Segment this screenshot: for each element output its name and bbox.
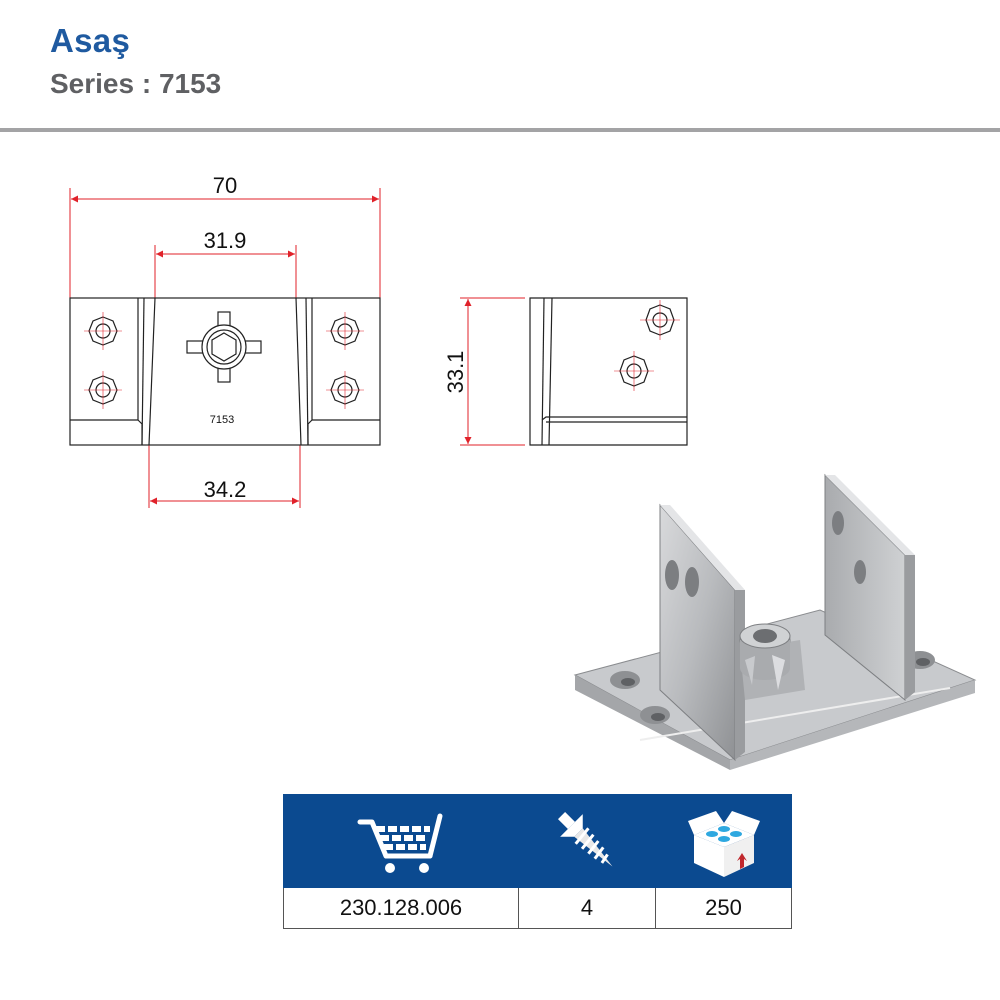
cart-icon: [357, 813, 443, 873]
dimension-lines: [69, 188, 525, 508]
product-render: [573, 473, 977, 770]
box-quantity: 250: [655, 887, 792, 929]
technical-drawing: 70 31.9 34.2 33.1: [69, 173, 977, 770]
part-number-label: 7153: [210, 414, 234, 426]
product-code: 230.128.006: [283, 887, 519, 929]
product-info-table: 230.128.006 4 250: [283, 794, 792, 929]
dim-inner-bottom: 34.2: [204, 477, 247, 502]
screw-count: 4: [518, 887, 656, 929]
cart-cell: [283, 794, 519, 888]
dim-height: 33.1: [443, 351, 468, 394]
box-icon: [687, 811, 760, 877]
screw-icon: [558, 812, 613, 867]
front-view: [69, 297, 381, 446]
series-label: Series : 7153: [50, 68, 222, 99]
box-cell: [655, 794, 792, 888]
brand-title: Asaş: [50, 22, 131, 59]
header-divider: [0, 128, 1000, 132]
centerlines: [84, 312, 364, 409]
dim-inner-top: 31.9: [204, 228, 247, 253]
screw-cell: [518, 794, 656, 888]
dim-overall-width: 70: [213, 173, 237, 198]
